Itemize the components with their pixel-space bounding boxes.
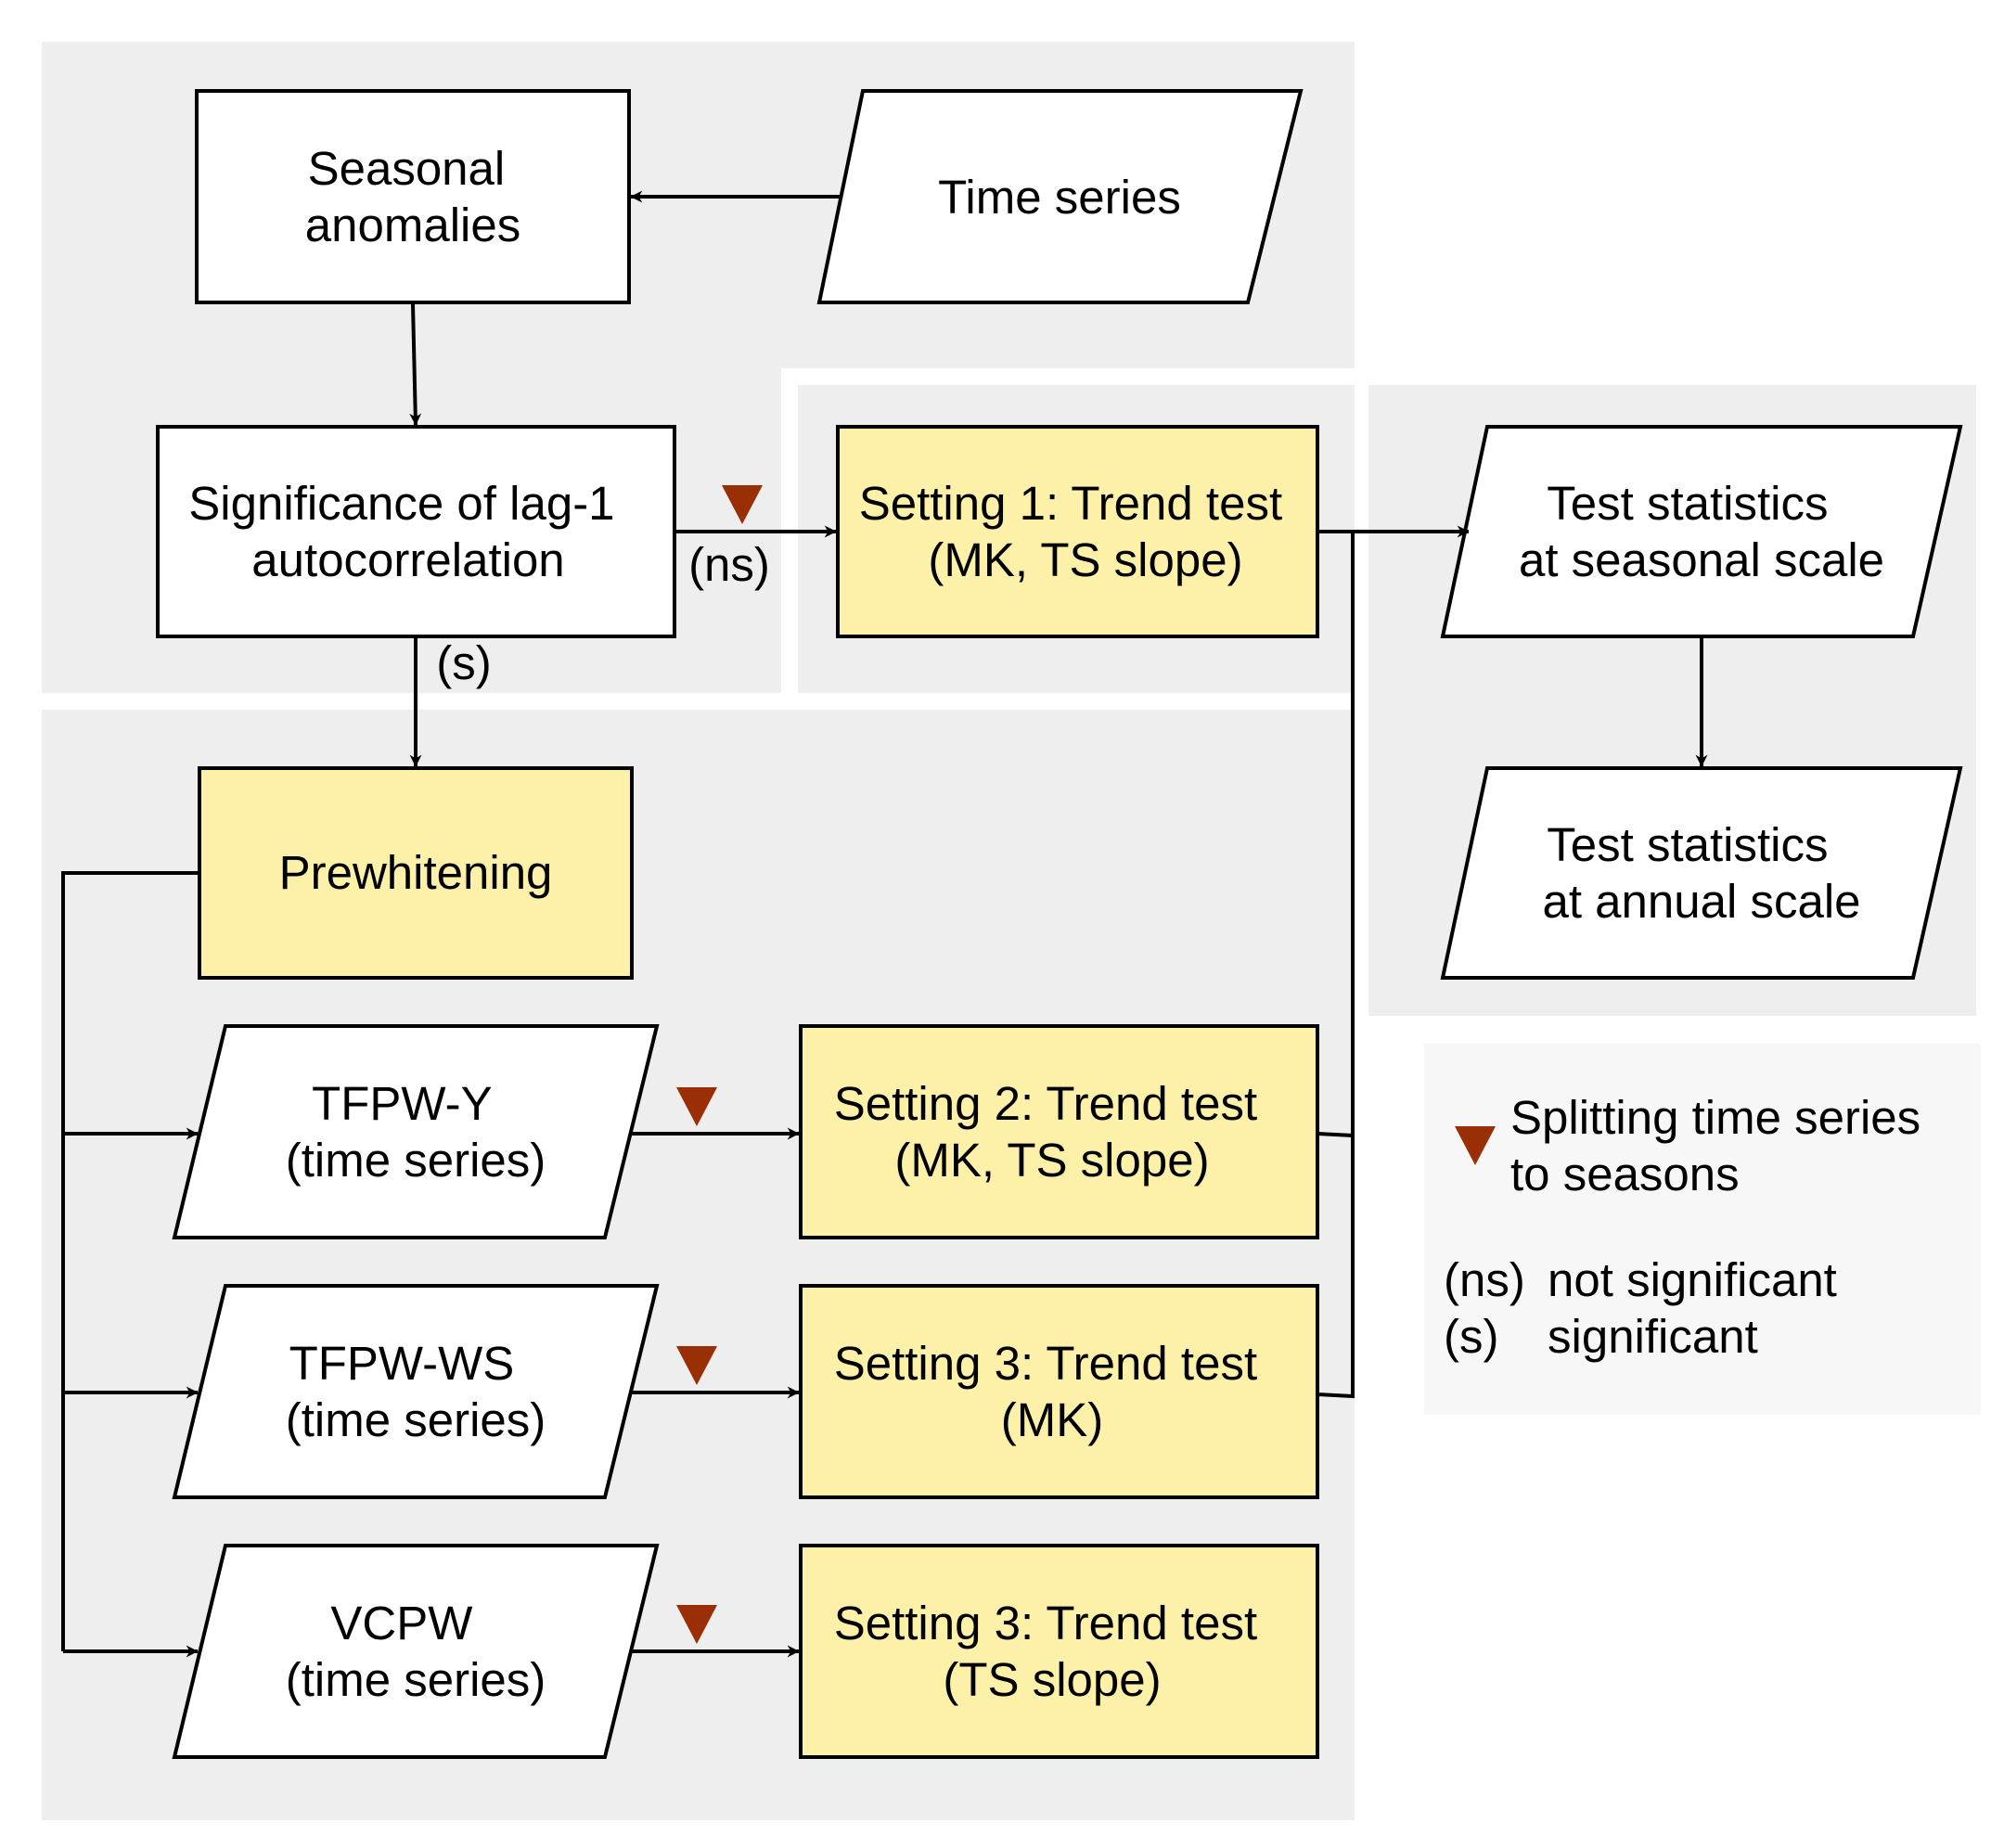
node-tfpw-ws xyxy=(172,1284,660,1499)
text-setting2: Setting 2: Trend test (MK, TS slope) xyxy=(834,1077,1271,1187)
node-test-statistics-annual xyxy=(1440,766,1963,980)
node-lag1-significance xyxy=(156,425,676,638)
split-marker-setting3-mk xyxy=(676,1346,717,1385)
edge-label-not-significant: (ns) xyxy=(688,538,770,591)
node-seasonal-anomalies xyxy=(195,89,631,304)
text-test-statistics-seasonal: Test statistics at seasonal scale xyxy=(1519,477,1884,586)
split-marker-setting3-ts xyxy=(676,1605,717,1644)
legend-ns-desc: not significant xyxy=(1548,1253,1837,1306)
split-marker-setting1 xyxy=(722,485,763,524)
text-lag1-significance: Significance of lag-1 autocorrelation xyxy=(188,477,627,586)
node-time-series xyxy=(816,89,1304,304)
node-setting1 xyxy=(836,425,1319,638)
legend-split-label: Splitting time series to seasons xyxy=(1510,1091,1933,1200)
node-tfpw-y xyxy=(172,1024,660,1239)
connector-setting2-merge xyxy=(1317,1132,1354,1137)
node-prewhitening xyxy=(198,766,634,980)
text-tfpw-ws: TFPW-WS (time series) xyxy=(286,1337,546,1446)
connector-settings-merge xyxy=(1317,532,1355,1399)
node-test-statistics-seasonal xyxy=(1440,425,1963,638)
node-setting2 xyxy=(799,1024,1319,1239)
text-prewhitening: Prewhitening xyxy=(279,846,553,899)
edge-label-significant: (s) xyxy=(436,636,491,689)
node-vcpw xyxy=(172,1544,660,1759)
legend-ns-abbr: (ns) xyxy=(1444,1253,1525,1306)
text-setting1: Setting 1: Trend test (MK, TS slope) xyxy=(859,477,1296,586)
arrow-anomalies-to-lag1 xyxy=(409,303,422,426)
text-setting3-mk: Setting 3: Trend test (MK) xyxy=(834,1337,1271,1446)
legend-split-marker-icon xyxy=(1455,1126,1496,1165)
text-setting3-ts: Setting 3: Trend test (TS slope) xyxy=(834,1597,1271,1706)
legend-s-desc: significant xyxy=(1548,1310,1758,1363)
node-setting3-ts xyxy=(799,1544,1319,1759)
panel-legend xyxy=(1424,1044,1981,1415)
text-vcpw: VCPW (time series) xyxy=(286,1597,546,1706)
legend-s-abbr: (s) xyxy=(1444,1310,1498,1363)
text-seasonal-anomalies: Seasonal anomalies xyxy=(305,142,520,251)
node-setting3-mk xyxy=(799,1284,1319,1499)
text-tfpw-y: TFPW-Y (time series) xyxy=(286,1077,546,1187)
text-time-series: Time series xyxy=(938,171,1181,224)
text-test-statistics-annual: Test statistics at annual scale xyxy=(1542,818,1860,928)
split-marker-setting2 xyxy=(676,1087,717,1126)
